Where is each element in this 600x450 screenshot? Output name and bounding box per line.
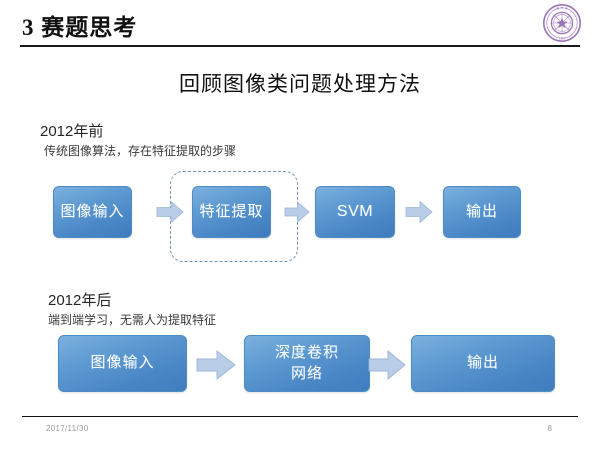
svg-text:南: 南 <box>556 7 559 11</box>
page-title: 3 赛题思考 <box>22 15 138 40</box>
right-arrow-icon <box>405 200 433 224</box>
university-seal-logo: 南 大 学 1905 <box>542 3 582 43</box>
right-arrow-icon <box>156 200 184 224</box>
flow-box-image-input-1[interactable]: 图像输入 <box>53 186 132 238</box>
svg-text:1905: 1905 <box>559 37 566 40</box>
section-2-description: 端到端学习，无需人为提取特征 <box>48 313 217 327</box>
footer-date: 2017/11/30 <box>46 424 89 433</box>
header-divider <box>20 45 580 47</box>
flow-box-feature-extraction[interactable]: 特征提取 <box>192 186 271 238</box>
footer-divider <box>22 416 578 417</box>
section-1-heading: 2012年前 <box>40 123 104 140</box>
flow-box-deep-cnn[interactable]: 深度卷积网络 <box>244 335 370 392</box>
flow-box-output-1[interactable]: 输出 <box>443 186 521 238</box>
footer-page-number: 8 <box>547 424 552 433</box>
right-arrow-icon <box>368 350 406 380</box>
svg-text:大: 大 <box>561 6 564 10</box>
flow-box-svm[interactable]: SVM <box>315 186 395 238</box>
flow-box-output-2[interactable]: 输出 <box>411 335 555 392</box>
right-arrow-icon <box>284 201 310 223</box>
right-arrow-icon <box>196 350 236 380</box>
section-1-description: 传统图像算法，存在特征提取的步骤 <box>44 144 237 158</box>
section-2-heading: 2012年后 <box>48 292 112 309</box>
slide-subtitle: 回顾图像类问题处理方法 <box>179 72 421 96</box>
svg-text:学: 学 <box>565 7 568 11</box>
flow-box-image-input-2[interactable]: 图像输入 <box>58 335 187 392</box>
